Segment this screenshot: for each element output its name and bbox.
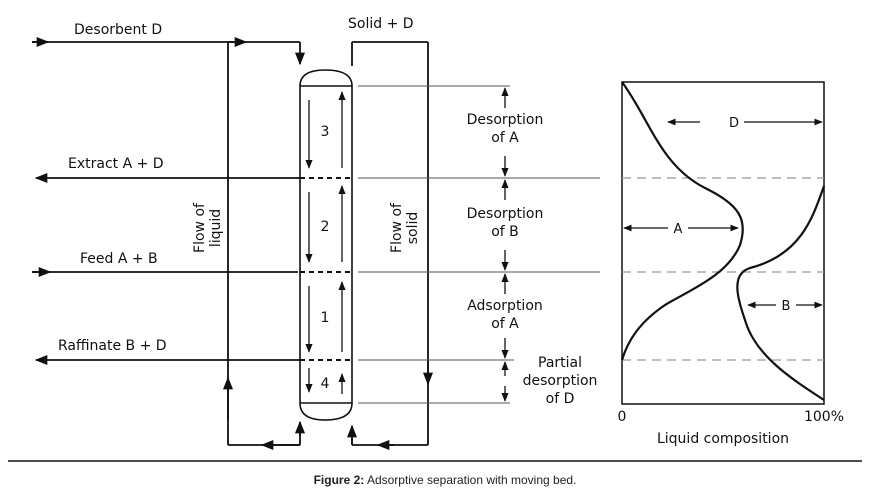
axis-title: Liquid composition xyxy=(657,431,789,447)
svg-text:of B: of B xyxy=(491,224,519,240)
flow-of-solid-label: Flow of solid xyxy=(389,202,421,253)
profile-zone-dashes xyxy=(622,177,824,361)
profile-dimension-arrows xyxy=(623,118,823,309)
svg-text:of A: of A xyxy=(491,130,519,146)
internal-flow-arrows xyxy=(305,91,346,394)
svg-text:of D: of D xyxy=(546,391,575,407)
desorbent-label: Desorbent D xyxy=(74,22,162,38)
caption-text: Adsorptive separation with moving bed. xyxy=(364,473,577,487)
zone-label-partial-desorption-d: Partial desorption of D xyxy=(514,352,610,408)
zone-number-4: 4 xyxy=(321,376,330,392)
feed-label: Feed A + B xyxy=(80,251,158,267)
zone-label-desorption-a: Desorption of A xyxy=(456,108,556,148)
svg-text:Desorption: Desorption xyxy=(467,112,544,128)
zone-number-3: 3 xyxy=(321,124,330,140)
figure-caption: Figure 2: Adsorptive separation with mov… xyxy=(0,473,890,487)
curve-label-a: A xyxy=(674,222,683,237)
axis-min-label: 0 xyxy=(618,409,627,425)
zone-number-1: 1 xyxy=(321,310,330,326)
svg-text:desorption: desorption xyxy=(523,373,598,389)
profile-frame xyxy=(621,81,825,405)
caption-prefix: Figure 2: xyxy=(313,473,365,487)
zone-dividers xyxy=(300,177,352,361)
curve-a-d xyxy=(620,81,744,361)
stream-lines xyxy=(32,36,306,451)
svg-text:Partial: Partial xyxy=(538,355,582,371)
solid-out-label: Solid + D xyxy=(348,16,414,32)
zone-number-2: 2 xyxy=(321,219,330,235)
curve-b xyxy=(736,185,826,401)
svg-text:Flow of: Flow of xyxy=(389,202,405,253)
adsorber-column xyxy=(299,69,353,421)
svg-text:Adsorption: Adsorption xyxy=(467,298,543,314)
zone-label-adsorption-a: Adsorption of A xyxy=(456,294,556,334)
zone-label-desorption-b: Desorption of B xyxy=(456,202,556,242)
composition-profile: D A B 0 100% Liquid composition xyxy=(618,81,844,447)
raffinate-label: Raffinate B + D xyxy=(58,338,167,354)
curve-label-d: D xyxy=(729,116,739,131)
axis-max-label: 100% xyxy=(804,409,844,425)
extract-label: Extract A + D xyxy=(68,156,164,172)
svg-text:solid: solid xyxy=(405,212,421,245)
svg-text:of A: of A xyxy=(491,316,519,332)
svg-text:Desorption: Desorption xyxy=(467,206,544,222)
svg-text:liquid: liquid xyxy=(208,209,224,247)
flow-of-liquid-label: Flow of liquid xyxy=(192,202,224,253)
curve-label-b: B xyxy=(782,299,791,314)
svg-text:Flow of: Flow of xyxy=(192,202,208,253)
